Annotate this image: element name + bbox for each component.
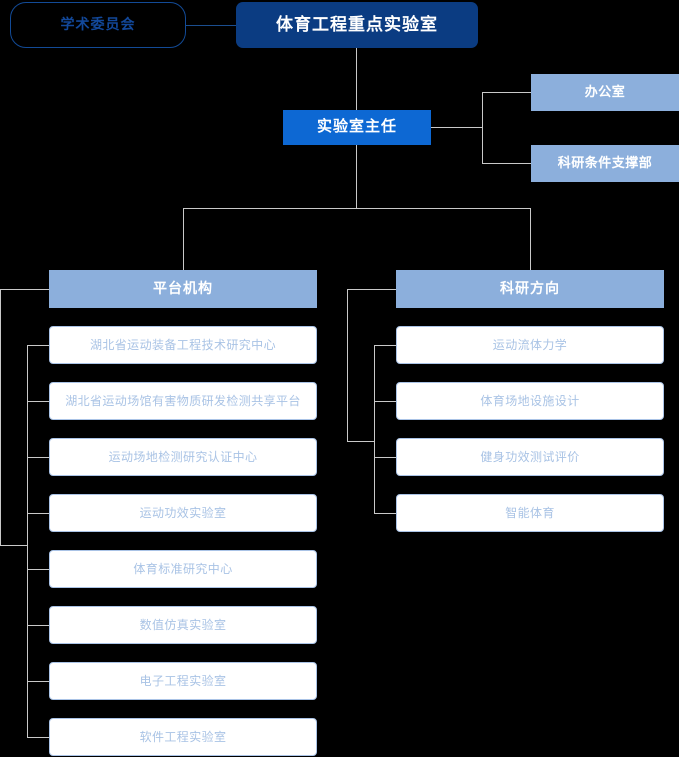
connector-platform-item-8	[27, 737, 49, 738]
connector-department-office-stub	[482, 92, 531, 93]
connector-committee-to-root	[186, 25, 236, 26]
department-office-label: 办公室	[584, 84, 626, 100]
connector-platform-header-left	[0, 289, 49, 290]
department-support-label: 科研条件支撑部	[557, 155, 653, 171]
item-label: 智能体育	[505, 505, 555, 520]
connector-platform-item-6	[27, 625, 49, 626]
director-label: 实验室主任	[316, 118, 397, 136]
connector-director-down	[356, 145, 357, 208]
connector-research-item-3	[374, 457, 396, 458]
connector-root-to-director	[356, 48, 357, 110]
connector-director-to-departments	[431, 127, 483, 128]
connector-bracket-to-platform	[183, 208, 184, 270]
list-item[interactable]: 运动功效实验室	[49, 494, 317, 532]
branch-header-platform-label: 平台机构	[153, 280, 213, 297]
item-label: 湖北省运动装备工程技术研究中心	[89, 337, 276, 352]
item-label: 电子工程实验室	[139, 673, 227, 688]
item-label: 软件工程实验室	[139, 729, 227, 744]
connector-platform-item-1	[27, 345, 49, 346]
list-item[interactable]: 运动场地检测研究认证中心	[49, 438, 317, 476]
list-item[interactable]: 数值仿真实验室	[49, 606, 317, 644]
connector-research-outer-to-spine	[347, 441, 375, 442]
connector-platform-item-5	[27, 569, 49, 570]
connector-department-support-stub	[482, 163, 531, 164]
connector-research-item-1	[374, 345, 396, 346]
item-label: 运动场地检测研究认证中心	[108, 449, 258, 464]
node-lab-director[interactable]: 实验室主任	[283, 110, 431, 145]
item-label: 运动功效实验室	[139, 505, 227, 520]
list-item[interactable]: 运动流体力学	[396, 326, 664, 364]
academic-committee-label: 学术委员会	[60, 16, 136, 33]
connector-platform-item-7	[27, 681, 49, 682]
connector-research-header-left	[347, 289, 396, 290]
item-label: 体育场地设施设计	[480, 393, 580, 408]
node-department-research-support[interactable]: 科研条件支撑部	[531, 145, 679, 182]
connector-branch-bracket	[183, 208, 531, 209]
node-branch-header-platform[interactable]: 平台机构	[49, 270, 317, 308]
list-item[interactable]: 智能体育	[396, 494, 664, 532]
connector-research-item-4	[374, 513, 396, 514]
list-item[interactable]: 体育场地设施设计	[396, 382, 664, 420]
item-label: 健身功效测试评价	[480, 449, 580, 464]
connector-platform-item-4	[27, 513, 49, 514]
item-label: 湖北省运动场馆有害物质研发检测共享平台	[65, 393, 301, 408]
root-label: 体育工程重点实验室	[276, 15, 438, 35]
node-branch-header-research[interactable]: 科研方向	[396, 270, 664, 308]
item-label: 数值仿真实验室	[139, 617, 227, 632]
connector-platform-item-2	[27, 401, 49, 402]
item-label: 运动流体力学	[492, 337, 568, 352]
branch-header-research-label: 科研方向	[500, 280, 560, 297]
list-item[interactable]: 体育标准研究中心	[49, 550, 317, 588]
connector-platform-item-3	[27, 457, 49, 458]
list-item[interactable]: 湖北省运动场馆有害物质研发检测共享平台	[49, 382, 317, 420]
node-department-office[interactable]: 办公室	[531, 74, 679, 111]
node-root-laboratory[interactable]: 体育工程重点实验室	[236, 2, 478, 48]
connector-departments-spine	[482, 92, 483, 164]
node-academic-committee[interactable]: 学术委员会	[10, 2, 186, 48]
connector-platform-spine	[27, 345, 28, 737]
connector-platform-outer	[0, 289, 1, 545]
connector-bracket-to-research	[530, 208, 531, 270]
connector-platform-outer-to-spine	[0, 545, 28, 546]
connector-research-spine	[374, 345, 375, 513]
list-item[interactable]: 电子工程实验室	[49, 662, 317, 700]
connector-research-item-2	[374, 401, 396, 402]
connector-research-outer	[347, 289, 348, 441]
list-item[interactable]: 软件工程实验室	[49, 718, 317, 756]
item-label: 体育标准研究中心	[133, 561, 233, 576]
list-item[interactable]: 健身功效测试评价	[396, 438, 664, 476]
list-item[interactable]: 湖北省运动装备工程技术研究中心	[49, 326, 317, 364]
